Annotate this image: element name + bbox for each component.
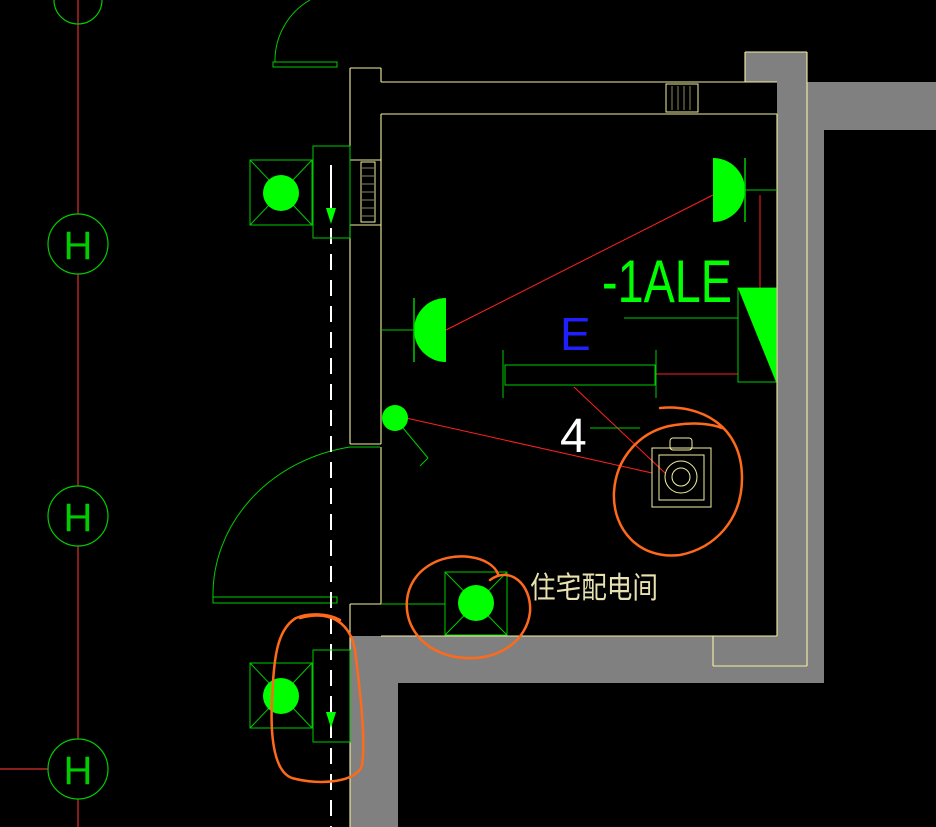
line-type-label: E bbox=[560, 308, 591, 360]
ventilator-fan-center bbox=[381, 571, 508, 636]
wiring bbox=[405, 194, 761, 474]
light-switch bbox=[382, 405, 429, 467]
arrow-down-icon bbox=[326, 208, 336, 224]
door-swing-lower bbox=[212, 446, 380, 604]
annotation-circle-fan bbox=[405, 555, 532, 660]
wire-leader bbox=[573, 386, 666, 474]
wire-count-label: 4 bbox=[560, 410, 587, 463]
wire-light-to-light bbox=[445, 194, 714, 331]
grid-axis-h: H H H bbox=[0, 0, 109, 827]
grid-bubble-label: H bbox=[64, 496, 93, 540]
motor-outlet-icon bbox=[651, 437, 712, 508]
annotation-marks bbox=[270, 406, 744, 784]
ventilator-fan-top bbox=[249, 145, 351, 239]
grid-bubble-label: H bbox=[64, 224, 93, 268]
grid-bubble-3: H bbox=[47, 738, 109, 800]
annotation-loop-fan bbox=[270, 613, 365, 784]
grid-bubble-2: H bbox=[47, 485, 109, 547]
wire-to-motor bbox=[405, 417, 653, 474]
cable-tray bbox=[502, 350, 657, 398]
circuit-id-label: -1ALE bbox=[602, 248, 732, 315]
wall-light-left bbox=[381, 298, 446, 362]
room-name-label: 住宅配电间 bbox=[530, 571, 658, 606]
grid-bubble-label: H bbox=[64, 749, 93, 793]
walls bbox=[349, 51, 936, 827]
annotation-circle-motor bbox=[612, 406, 744, 557]
distribution-panel bbox=[624, 287, 777, 383]
grid-bubble-1: H bbox=[47, 213, 109, 275]
arrow-down-icon bbox=[326, 712, 336, 728]
concrete-wall bbox=[350, 52, 936, 827]
wall-hatch-left bbox=[360, 161, 376, 223]
wall-hatch-top bbox=[665, 83, 699, 113]
grid-bubble-top bbox=[53, 0, 103, 25]
door-swing-top bbox=[272, 0, 338, 68]
wall-light-right bbox=[713, 158, 777, 222]
